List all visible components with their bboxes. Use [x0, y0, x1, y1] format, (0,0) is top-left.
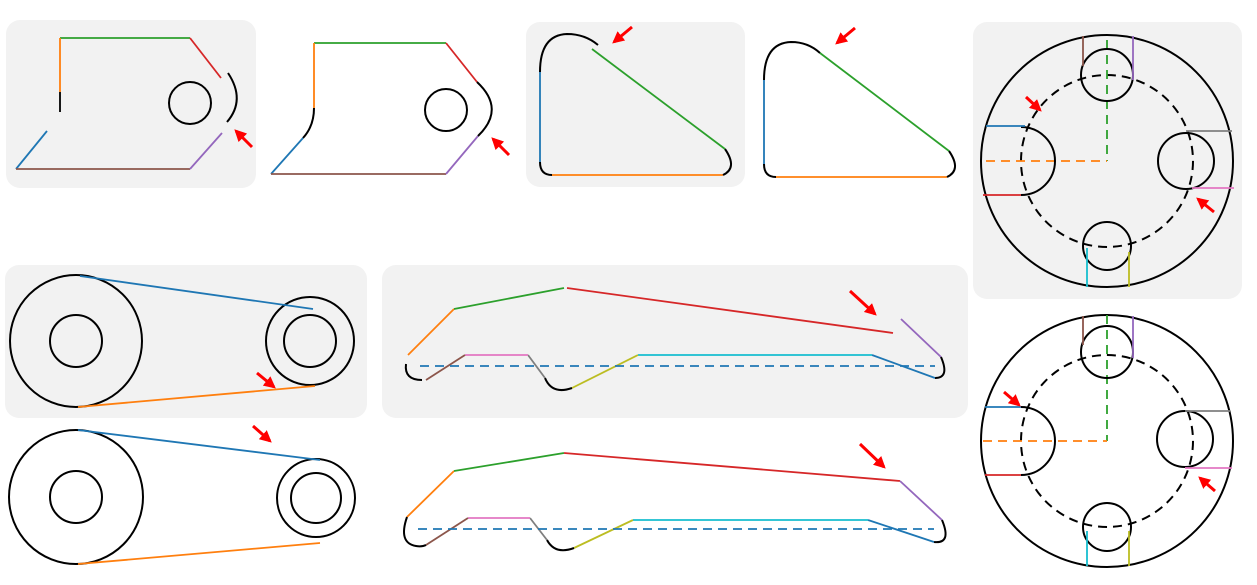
- pulley-large-outer: [9, 274, 143, 408]
- bracket-edge-lower-right: [189, 132, 223, 170]
- flange-hole-right: [1157, 132, 1215, 190]
- highlight-arrow-icon: [848, 289, 877, 316]
- rail2-edge-top-long: [563, 452, 901, 482]
- rail-edge-notch-left: [425, 354, 466, 381]
- pulley-large-hub: [49, 314, 103, 368]
- gusset-edge-hypotenuse: [591, 48, 726, 150]
- rail2-end-right: [933, 519, 947, 544]
- profile-rail-shaded: [404, 287, 946, 391]
- rail-notch-bottom: [544, 377, 573, 391]
- flange2-bolt-circle: [1020, 354, 1194, 528]
- pulley2-large-hub: [49, 470, 103, 524]
- rail-edge-left-slope: [407, 308, 455, 356]
- rail-edge-bottom-rise: [571, 354, 639, 389]
- pulley-small-inner: [283, 314, 337, 368]
- pulley2-small-inner: [290, 472, 342, 524]
- bracket-hole: [168, 81, 212, 125]
- rail-end-left: [404, 363, 423, 381]
- highlight-arrow-icon: [491, 137, 511, 157]
- bracket2-edge-chamfer: [270, 137, 304, 175]
- pulley2-large-outer: [8, 429, 144, 565]
- triangle-gusset-shaded: [539, 25, 732, 176]
- panel-bracket-shaded: [6, 20, 256, 188]
- flange-hole-left: [1020, 126, 1056, 196]
- bracket-plate-corrected: [270, 42, 511, 175]
- highlight-arrow-icon: [612, 25, 633, 44]
- bracket-plate-shaded: [15, 37, 254, 170]
- flange-outer-circle: [980, 34, 1234, 288]
- bracket2-arc-nose: [476, 81, 493, 137]
- pulley-small-outer: [265, 296, 355, 386]
- rail2-edge-bottom-right: [867, 519, 935, 543]
- belt-bottom-span: [77, 385, 316, 408]
- highlight-arrow-icon: [1196, 197, 1215, 214]
- triangle-gusset-corrected: [763, 26, 956, 178]
- rail2-end-left: [403, 516, 427, 548]
- rail2-edge-top-left: [453, 452, 565, 472]
- rail-edge-top-left: [453, 287, 565, 310]
- highlight-arrow-icon: [1024, 95, 1042, 112]
- flange-hole-bottom: [1082, 221, 1132, 271]
- gusset2-top-arc: [763, 40, 821, 81]
- gusset-fillet-bottom-right: [722, 148, 732, 176]
- rail2-edge-right-slope: [899, 480, 943, 521]
- bracket-edge-chamfer: [15, 130, 48, 170]
- pulley2-small-outer: [276, 458, 356, 538]
- rail2-edge-notch-left: [425, 517, 469, 546]
- belt2-top-span: [77, 429, 321, 461]
- highlight-arrow-icon: [234, 129, 254, 149]
- bracket2-edge-upper-right: [445, 42, 478, 83]
- rail-edge-right-slope: [900, 318, 942, 358]
- panel-triangle-shaded: [526, 22, 745, 187]
- profile-rail-corrected: [403, 442, 947, 552]
- bracket2-hole: [424, 88, 468, 132]
- rail2-edge-left-slope: [406, 470, 455, 518]
- rail-edge-notch-drop: [527, 354, 546, 379]
- panel-pulley-shaded: [5, 265, 367, 418]
- belt2-bottom-span: [77, 542, 321, 565]
- highlight-arrow-icon: [256, 371, 276, 389]
- highlight-arrow-icon: [858, 442, 886, 469]
- panel-rail-shaded: [382, 265, 968, 418]
- belt-pulley-shaded: [9, 274, 355, 408]
- gusset2-fillet-bottom-left: [763, 163, 777, 178]
- gusset-top-arc: [539, 32, 599, 73]
- rail2-notch-bottom: [546, 539, 575, 552]
- belt-pulley-corrected: [8, 424, 356, 565]
- gusset2-fillet-bottom-right: [946, 150, 956, 178]
- rail-end-right: [934, 356, 946, 379]
- highlight-arrow-icon: [835, 26, 856, 45]
- bracket-edge-upper-right: [189, 37, 222, 79]
- flange-disk-shaded: [980, 34, 1234, 288]
- bracket2-fillet: [302, 107, 315, 139]
- flange2-hole-left: [1020, 406, 1056, 476]
- highlight-arrow-icon: [1003, 390, 1021, 407]
- flange2-hole-bottom: [1082, 502, 1132, 552]
- flange-disk-corrected: [980, 314, 1234, 568]
- belt-top-span: [79, 275, 314, 310]
- bracket-arc-nose: [226, 72, 238, 123]
- highlight-arrow-icon: [1198, 476, 1216, 493]
- highlight-arrow-icon: [252, 424, 272, 443]
- gusset-fillet-bottom-left: [539, 161, 553, 176]
- flange-bolt-circle: [1020, 74, 1194, 248]
- rail2-edge-bottom-rise: [573, 519, 634, 549]
- bracket2-edge-lower-right: [445, 135, 479, 175]
- gusset2-edge-hypotenuse: [819, 52, 950, 152]
- rail-edge-top-long: [566, 287, 894, 334]
- flange2-hole-right: [1156, 410, 1214, 468]
